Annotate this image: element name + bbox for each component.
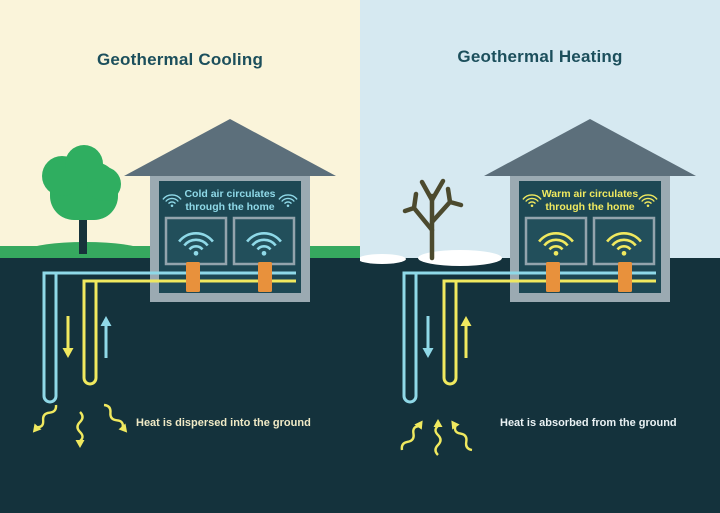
house-label-line2: through the home [545,201,634,213]
heating-title: Geothermal Heating [457,47,622,66]
snow-mound [418,250,502,266]
ground-loop-pipes [402,271,656,404]
cold-pipe [42,271,296,404]
room-left [524,216,588,266]
heat-pump [546,262,560,292]
warm-pipe [442,279,656,386]
house-label-line1: Cold air circulates [184,188,275,200]
heat-pump [186,262,200,292]
heating-panel: Warm air circulates through the home Geo… [360,0,720,513]
roof [484,119,696,176]
snow-mound [360,254,406,264]
house-label-line2: through the home [185,201,274,213]
ground-loop-pipes [42,271,296,404]
house-label-line1: Warm air circulates [542,188,639,200]
heat-pump [618,262,632,292]
warm-pipe [82,279,296,386]
bare-winter-tree-icon [402,178,464,261]
summer-tree-icon [42,145,121,254]
heat-pump [258,262,272,292]
heating-caption: Heat is absorbed from the ground [500,417,677,429]
cooling-panel: Cold air circulates through the home Geo… [0,0,360,513]
cold-pipe [402,271,656,404]
cooling-caption: Heat is dispersed into the ground [136,417,311,429]
roof [124,119,336,176]
cooling-title: Geothermal Cooling [97,50,263,69]
